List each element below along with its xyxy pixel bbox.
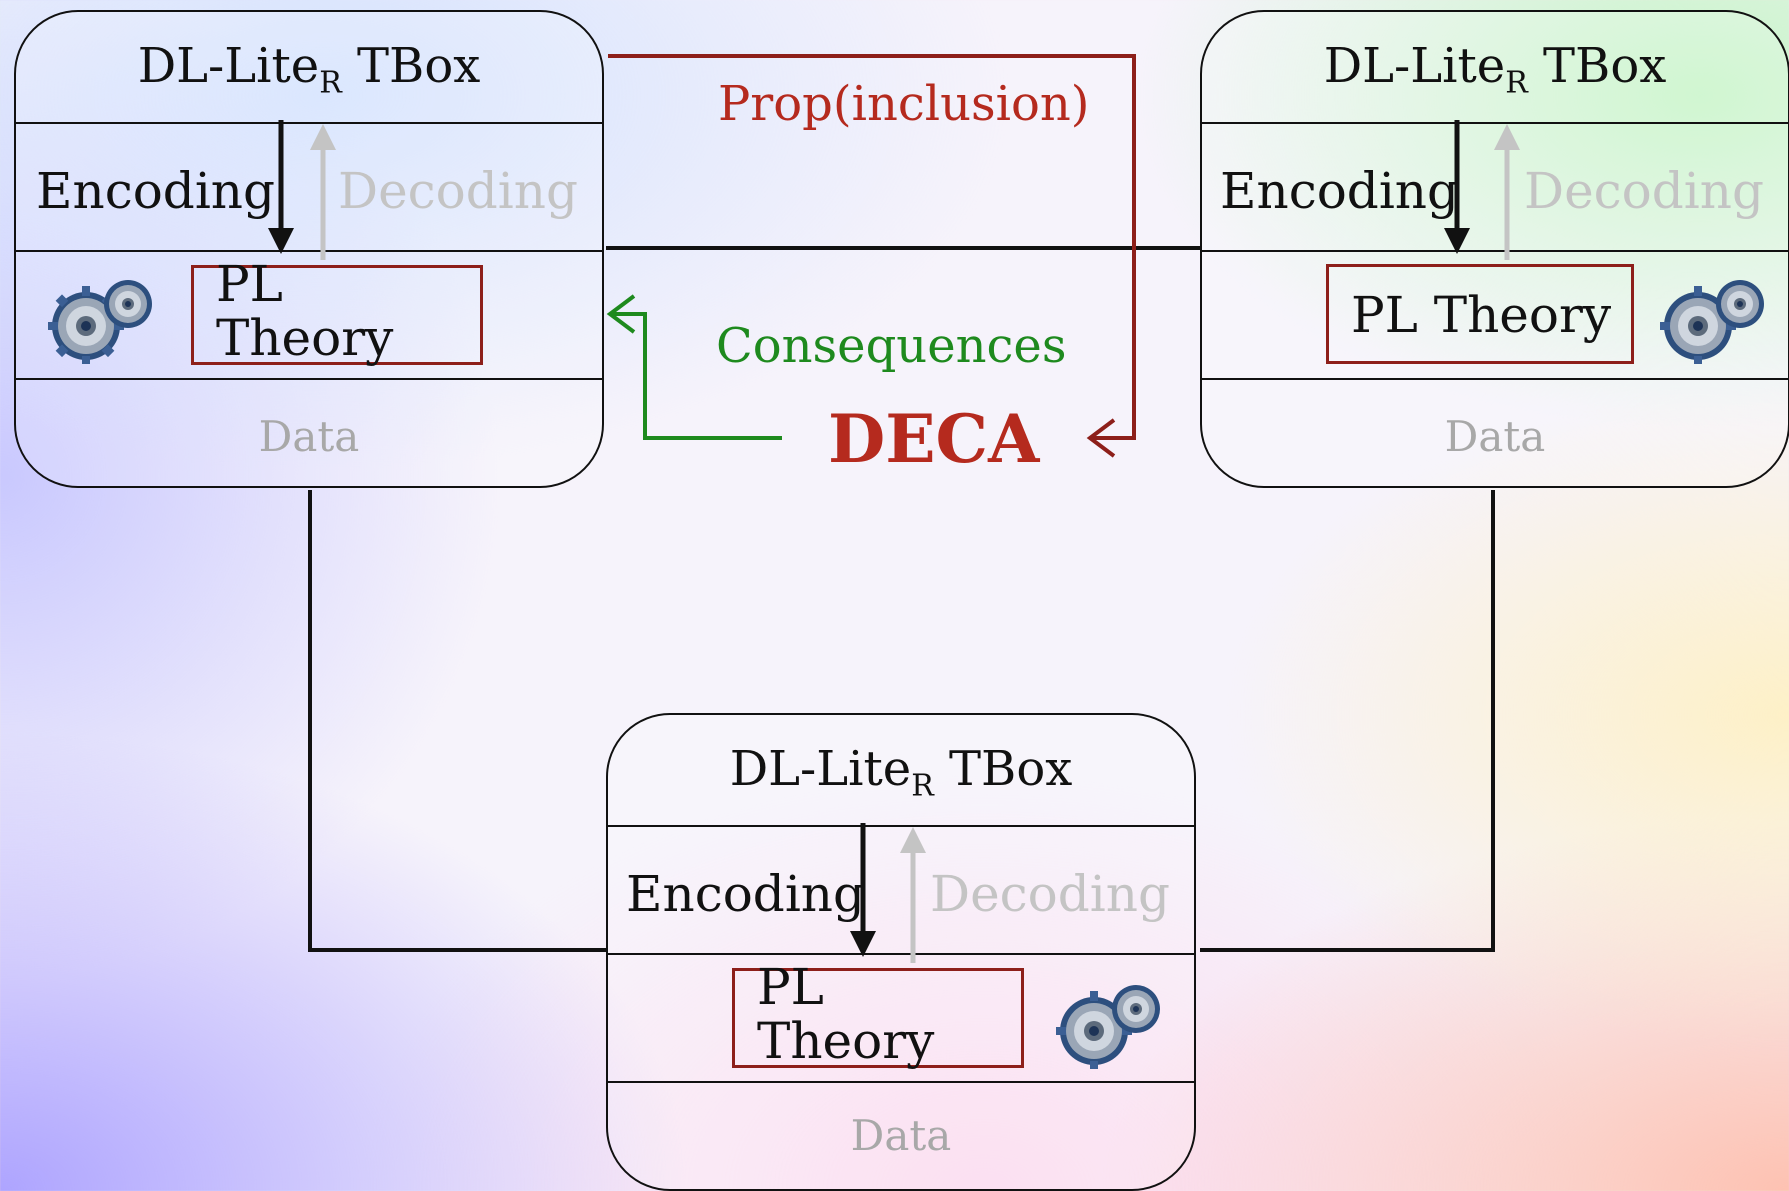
prop-inclusion-label: Prop(inclusion) [718, 76, 1090, 132]
decoding-arrow [900, 827, 926, 963]
divider [16, 378, 602, 380]
link-line-right [1200, 490, 1495, 952]
decoding-label: Decoding [1524, 162, 1764, 220]
consequences-arrow-line [610, 312, 782, 440]
encoding-label: Encoding [1220, 162, 1460, 220]
encoding-label: Encoding [36, 162, 276, 220]
divider [1202, 122, 1788, 124]
pl-theory-box: PL Theory [1326, 264, 1634, 364]
tbox-title: DL-LiteR TBox [1323, 38, 1667, 101]
gears-icon [1660, 280, 1764, 364]
divider [608, 1081, 1194, 1083]
decoding-label: Decoding [338, 162, 578, 220]
divider [1202, 250, 1788, 252]
decoding-arrow [1494, 124, 1520, 260]
data-label: Data [1444, 412, 1546, 461]
divider [16, 122, 602, 124]
data-label: Data [850, 1111, 952, 1160]
divider [1202, 378, 1788, 380]
prop-arrow-head [1086, 418, 1116, 458]
encoding-label: Encoding [626, 865, 866, 923]
link-line-left [308, 490, 606, 952]
pl-theory-box: PL Theory [191, 255, 483, 367]
tbox-title: DL-LiteR TBox [729, 741, 1073, 804]
tbox-bottom: DL-LiteR TBox Encoding Decoding Data PL … [606, 713, 1196, 1191]
pl-theory-line1: PL [757, 958, 824, 1016]
pl-theory-line2: Theory [216, 309, 394, 367]
gears-icon [48, 280, 152, 364]
pl-theory-box: PL Theory [732, 958, 1024, 1070]
divider [16, 250, 602, 252]
pl-theory-text: PL Theory [1351, 286, 1612, 344]
pl-theory-line1: PL [216, 255, 283, 313]
divider [608, 825, 1194, 827]
pl-theory-line2: Theory [757, 1012, 935, 1070]
deca-label: DECA [828, 400, 1040, 478]
tbox-title: DL-LiteR TBox [137, 38, 481, 101]
encoding-arrow [1444, 120, 1470, 254]
data-label: Data [258, 412, 360, 461]
consequences-arrow-head [606, 294, 636, 334]
decoding-arrow [310, 124, 336, 260]
decoding-label: Decoding [930, 865, 1170, 923]
tbox-right: DL-LiteR TBox Encoding Decoding Data PL … [1200, 10, 1789, 488]
divider [608, 953, 1194, 955]
prop-arrow-line [608, 54, 1136, 440]
gears-icon [1056, 985, 1160, 1069]
encoding-arrow [268, 120, 294, 254]
consequences-label: Consequences [716, 318, 1067, 374]
encoding-arrow [850, 823, 876, 957]
tbox-left: DL-LiteR TBox Encoding Decoding Data PL … [14, 10, 604, 488]
